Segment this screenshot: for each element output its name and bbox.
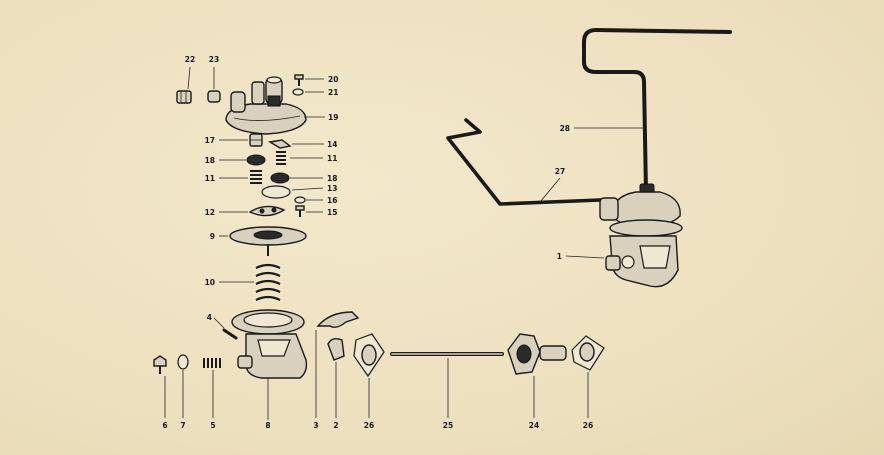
callout-10: 10: [205, 278, 215, 287]
part-26-gasket-left: [353, 333, 385, 418]
callout-15: 15: [327, 208, 337, 217]
part-10-main-spring: [219, 263, 281, 301]
part-28-fuel-line: [574, 28, 732, 194]
part-12-retainer: [219, 205, 286, 217]
callout-5: 5: [210, 421, 215, 430]
callout-21: 21: [328, 88, 338, 97]
part-9-diaphragm: [219, 226, 307, 256]
callout-3: 3: [313, 421, 318, 430]
callout-18-lower: 18: [327, 174, 337, 183]
part-3-lever: [315, 311, 360, 418]
part-25-push-rod: [390, 352, 504, 418]
part-21-washer: [292, 88, 324, 96]
callout-23: 23: [209, 55, 219, 64]
part-27-fuel-line: [446, 118, 612, 212]
part-15-screw: [295, 205, 323, 217]
callout-7: 7: [180, 421, 185, 430]
callout-12: 12: [205, 208, 215, 217]
part-20-screw: [294, 74, 324, 86]
callout-17: 17: [205, 136, 215, 145]
part-18-gasket-lower: [270, 172, 323, 184]
callout-28: 28: [560, 124, 570, 133]
part-18-gasket-upper: [219, 154, 266, 166]
callout-2: 2: [333, 421, 338, 430]
part-17-valve: [219, 133, 263, 147]
callout-6: 6: [162, 421, 167, 430]
part-8-pump-body: [231, 309, 308, 420]
part-24-insulator-block: [507, 333, 567, 418]
part-14-clip: [268, 139, 324, 149]
part-19-pump-cover: [225, 76, 325, 135]
callout-22: 22: [185, 55, 195, 64]
part-26-gasket-right: [571, 335, 605, 418]
callout-11-right: 11: [327, 154, 337, 163]
callout-8: 8: [265, 421, 270, 430]
part-16-washer: [294, 196, 323, 204]
callout-4: 4: [207, 313, 212, 322]
part-2-link: [327, 337, 345, 418]
callout-labels: 22 23 20 21 19 17 14 18 11 11 18 13 16 1…: [162, 55, 593, 430]
part-1-assembled-pump: [565, 183, 683, 288]
callout-19: 19: [328, 113, 338, 122]
callout-26-left: 26: [364, 421, 374, 430]
part-23-cap: [207, 67, 221, 103]
part-6-screw: [153, 355, 167, 418]
callout-26-right: 26: [583, 421, 593, 430]
callout-9: 9: [210, 232, 215, 241]
part-11-spring-right: [276, 151, 323, 165]
part-4-pin: [213, 317, 238, 340]
callout-27: 27: [555, 167, 565, 176]
callout-13: 13: [327, 184, 337, 193]
part-7-washer: [177, 354, 189, 418]
callout-24: 24: [529, 421, 539, 430]
callout-20: 20: [328, 75, 338, 84]
part-11-spring-left: [219, 170, 262, 184]
callout-16: 16: [327, 196, 337, 205]
callout-14: 14: [327, 140, 337, 149]
callout-1: 1: [557, 252, 562, 261]
callout-25: 25: [443, 421, 453, 430]
part-22-plug: [176, 66, 192, 104]
callout-18-upper: 18: [205, 156, 215, 165]
part-13-plate: [261, 185, 324, 199]
part-5-spring: [203, 358, 221, 418]
callout-11-left: 11: [205, 174, 215, 183]
